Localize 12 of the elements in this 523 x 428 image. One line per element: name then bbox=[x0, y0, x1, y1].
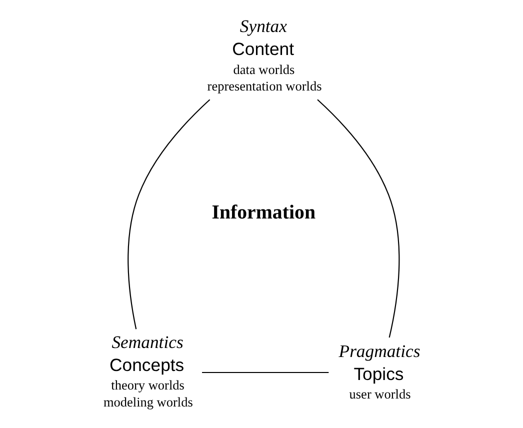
node-text: Semantics Concepts bbox=[109, 331, 184, 375]
connector bbox=[202, 371, 328, 373]
node-label: representation worlds bbox=[206, 78, 322, 93]
connector bbox=[316, 98, 400, 338]
node-label: modeling worlds bbox=[102, 394, 192, 409]
node-label: data worlds bbox=[232, 61, 294, 76]
node-label: user worlds bbox=[348, 386, 410, 402]
node-text: Syntax Content bbox=[232, 15, 294, 59]
label: Information bbox=[211, 200, 316, 223]
node-text: Pragmatics Topics bbox=[338, 340, 420, 384]
connector bbox=[127, 98, 210, 329]
node-label: theory worlds bbox=[110, 377, 184, 392]
